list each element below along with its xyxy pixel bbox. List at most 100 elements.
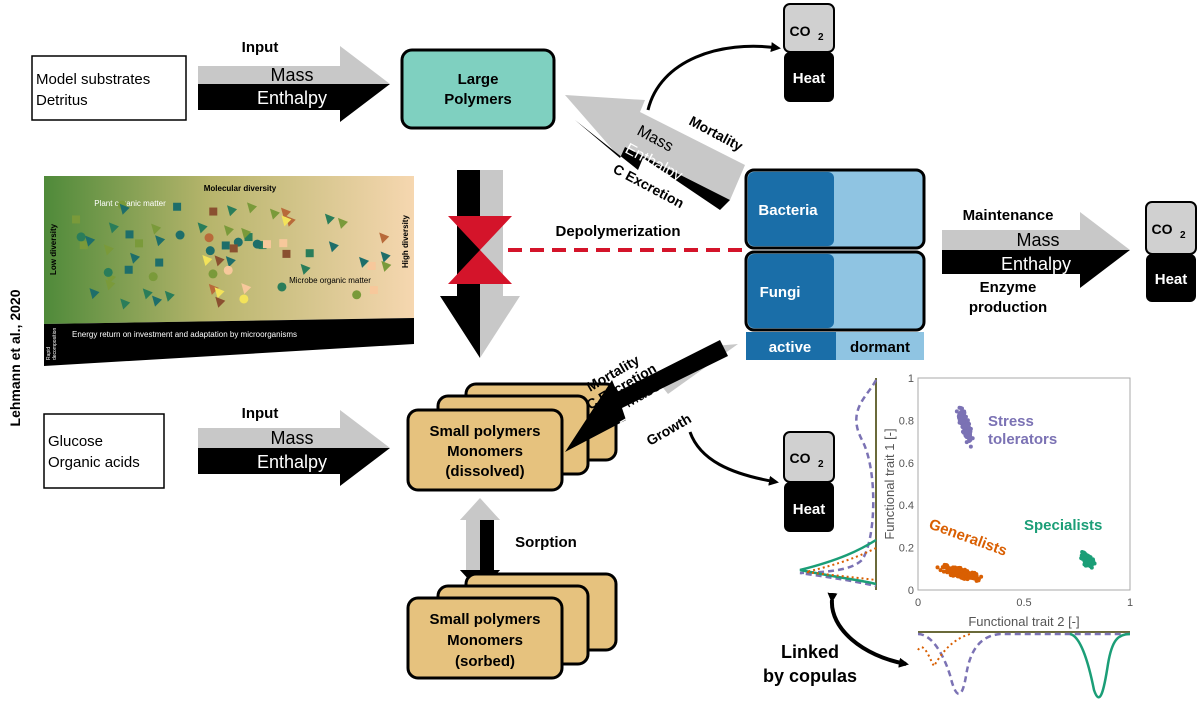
molecule-shape — [223, 265, 233, 275]
molecule-shape — [337, 217, 348, 229]
large-polymers-line-2: Polymers — [444, 91, 512, 108]
scatter-ytick: 1 — [908, 373, 914, 385]
molecule-shape — [246, 202, 257, 214]
top-source-box: Model substrates Detritus — [31, 55, 187, 121]
co2-right-label: CO — [1152, 221, 1173, 237]
maintenance-enthalpy: Enthalpy — [1001, 254, 1071, 274]
sorbed-pool: Small polymers Monomers (sorbed) — [406, 572, 618, 680]
stress-label-1: Stress — [988, 413, 1034, 430]
left-marginal-density — [799, 378, 878, 590]
heat-top-label: Heat — [793, 70, 826, 87]
molecule-shape — [229, 244, 238, 253]
large-polymers-line-1: Large — [458, 71, 499, 88]
sorption-label: Sorption — [515, 534, 577, 551]
diversity-rapid-2: decomposition — [52, 328, 58, 360]
maintenance-arrow: Mass Enthalpy — [942, 212, 1130, 288]
sorbed-line-1: Small polymers — [430, 611, 541, 628]
molecule-shape — [352, 290, 362, 300]
scatter-xtick: 0 — [915, 597, 921, 609]
bottom-input-arrow: Mass Enthalpy — [198, 410, 390, 486]
diversity-low-label: Low diversity — [49, 223, 58, 275]
co2-right-sub: 2 — [1180, 230, 1186, 241]
molecule-shape — [305, 249, 314, 258]
molecule-shape — [244, 233, 253, 242]
molecule-shape — [208, 283, 219, 295]
co2-bottom-label: CO — [790, 450, 811, 466]
molecule-shape — [300, 263, 311, 275]
sorption-arrow — [460, 498, 500, 592]
molecule-shape — [135, 239, 144, 248]
enzyme-production-line-1: Enzyme — [980, 279, 1037, 296]
scatter-xtick: 1 — [1127, 597, 1133, 609]
scatter-point — [955, 574, 960, 579]
top-input-enthalpy: Enthalpy — [257, 88, 327, 108]
scatter-point — [964, 433, 969, 438]
molecule-shape — [79, 241, 88, 250]
molecule-shape — [258, 241, 267, 250]
molecule-shape — [241, 283, 252, 295]
heat-bottom-label: Heat — [793, 501, 826, 518]
molecule-shape — [76, 232, 86, 242]
molecule-shape — [155, 235, 166, 247]
molecule-shape — [151, 223, 162, 235]
scatter-point — [958, 420, 963, 425]
respiration-arrow-top — [646, 42, 781, 111]
scatter-point — [964, 440, 969, 445]
molecule-shape — [108, 222, 119, 234]
scatter-point — [1083, 561, 1088, 566]
scatter-point — [951, 569, 956, 574]
molecule-shape — [262, 240, 271, 249]
molecule-shape — [367, 261, 376, 270]
stress-label-2: tolerators — [988, 431, 1057, 448]
scatter-point — [935, 565, 940, 570]
molecule-shape — [204, 233, 214, 243]
scatter-point — [968, 444, 973, 449]
dissolved-line-2: Monomers — [447, 443, 523, 460]
dissolved-line-1: Small polymers — [430, 423, 541, 440]
molecule-shape — [380, 251, 391, 263]
scatter-point — [965, 577, 970, 582]
co2-heat-bottom: CO 2 Heat — [783, 431, 835, 532]
molecule-shape — [277, 282, 287, 292]
molecule-shape — [328, 241, 339, 253]
co2-heat-right: CO 2 Heat — [1145, 201, 1197, 302]
top-source-line-1: Model substrates — [36, 71, 150, 88]
active-label: active — [769, 339, 812, 356]
scatter-point — [1080, 550, 1085, 555]
molecule-shape — [197, 222, 208, 234]
scatter-point — [967, 573, 972, 578]
maintenance-mass: Mass — [1016, 230, 1059, 250]
top-source-line-2: Detritus — [36, 92, 88, 109]
molecule-shape — [155, 258, 164, 267]
molecule-shape — [173, 202, 182, 211]
scatter-point — [955, 569, 960, 574]
co2-top-sub: 2 — [818, 32, 824, 43]
molecule-shape — [105, 279, 116, 291]
scatter-point — [948, 569, 953, 574]
molecule-shape — [381, 260, 392, 272]
molecule-shape — [72, 215, 81, 224]
molecule-shape — [223, 225, 234, 237]
molecule-shape — [214, 255, 225, 267]
copula-arrow — [827, 592, 909, 668]
dissolved-line-3: (dissolved) — [445, 463, 524, 480]
top-input-arrow: Mass Enthalpy — [198, 46, 390, 122]
molecule-shape — [148, 272, 158, 282]
copula-line-1: Linked — [781, 642, 839, 662]
scatter-ylabel: Functional trait 1 [-] — [882, 428, 897, 539]
top-input-mass: Mass — [270, 65, 313, 85]
scatter-point — [960, 406, 965, 411]
molecule-shape — [175, 230, 185, 240]
molecule-shape — [89, 288, 100, 300]
molecule-shape — [125, 230, 134, 239]
scatter-ytick: 0 — [908, 585, 914, 597]
maintenance-label: Maintenance — [963, 207, 1054, 224]
diversity-rapid-1: Rapid — [46, 347, 52, 360]
bottom-marginal-density — [917, 631, 1131, 699]
diversity-high-label: High diversity — [401, 215, 410, 268]
bottom-source-line-2: Organic acids — [48, 454, 140, 471]
scatter-point — [1084, 558, 1089, 563]
scatter-point — [954, 409, 959, 414]
